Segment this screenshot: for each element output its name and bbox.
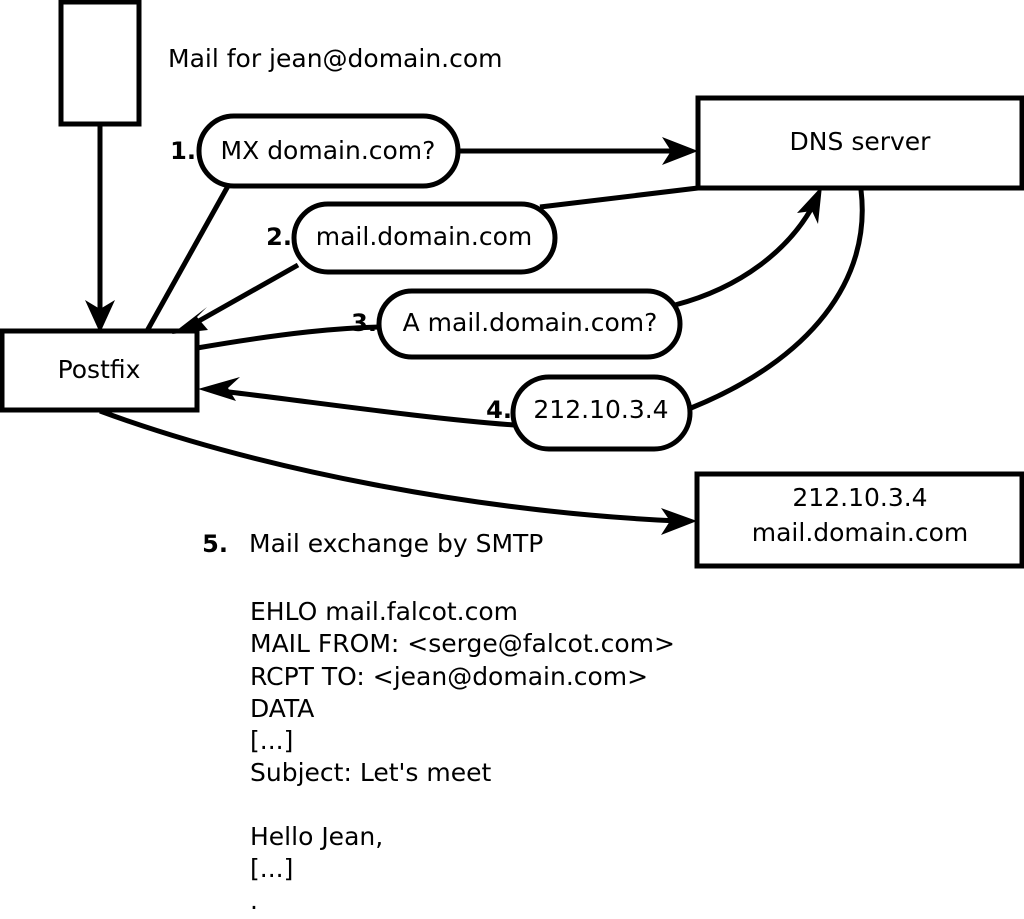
transcript-line: MAIL FROM: <serge@falcot.com> [250, 629, 675, 658]
edge-step3-to-dns [674, 200, 818, 308]
node-mail-server-ip: 212.10.3.4 [792, 483, 927, 512]
edge-dns-to-step4 [690, 189, 865, 411]
transcript-line: Hello Jean, [250, 822, 383, 851]
transcript-line: DATA [250, 694, 314, 723]
node-postfix-label: Postfix [58, 355, 141, 384]
step-number-3: 3. [351, 309, 377, 337]
edge-step2-to-postfix [188, 262, 300, 329]
arrowhead-step3-to-dns [797, 186, 822, 224]
arrowhead-client-to-postfix [85, 300, 115, 333]
bubble-step-3[interactable] [376, 288, 683, 360]
step-number-4: 4. [486, 396, 512, 424]
bubble-step-1[interactable] [196, 113, 461, 189]
edge-postfix-to-step3 [196, 324, 380, 351]
step-number-1: 1. [170, 137, 196, 165]
edge-postfix-to-mail-server [99, 408, 679, 524]
node-mail-client[interactable] [58, 0, 142, 127]
arrowhead-step4-to-postfix [198, 377, 240, 401]
bubble-step-2[interactable] [291, 201, 558, 275]
arrowhead-step1-to-dns [662, 137, 698, 165]
node-mail-server[interactable] [694, 471, 1024, 569]
bubble-step-4-label: 212.10.3.4 [533, 395, 668, 424]
transcript-line: Subject: Let's meet [250, 758, 491, 787]
bubble-step-1-label: MX domain.com? [221, 136, 436, 165]
bubble-step-4[interactable] [510, 374, 693, 452]
transcript-line: . [250, 886, 258, 915]
transcript-line: EHLO mail.falcot.com [250, 597, 518, 626]
step-number-5: 5. [202, 530, 228, 558]
node-mail-server-host: mail.domain.com [752, 518, 968, 547]
caption-mail-for: Mail for jean@domain.com [168, 44, 503, 73]
arrowhead-step2-to-postfix [172, 307, 208, 334]
transcript-line: RCPT TO: <jean@domain.com> [250, 662, 648, 691]
edge-step4-to-postfix [219, 388, 515, 428]
bubble-step-2-label: mail.domain.com [316, 222, 532, 251]
edge-postfix-to-step1 [144, 184, 231, 333]
transcript-line: [...] [250, 726, 293, 755]
node-postfix[interactable] [0, 328, 200, 413]
step-5-label: Mail exchange by SMTP [249, 529, 543, 558]
transcript-line: [...] [250, 854, 293, 883]
step-number-2: 2. [266, 223, 292, 251]
arrowhead-postfix-to-mail-server [661, 508, 697, 535]
node-dns-server[interactable] [695, 95, 1024, 191]
smtp-transcript: EHLO mail.falcot.com MAIL FROM: <serge@f… [250, 597, 675, 915]
node-dns-server-label: DNS server [790, 127, 932, 156]
bubble-step-3-label: A mail.domain.com? [403, 308, 658, 337]
edge-dns-to-step2 [539, 185, 699, 210]
